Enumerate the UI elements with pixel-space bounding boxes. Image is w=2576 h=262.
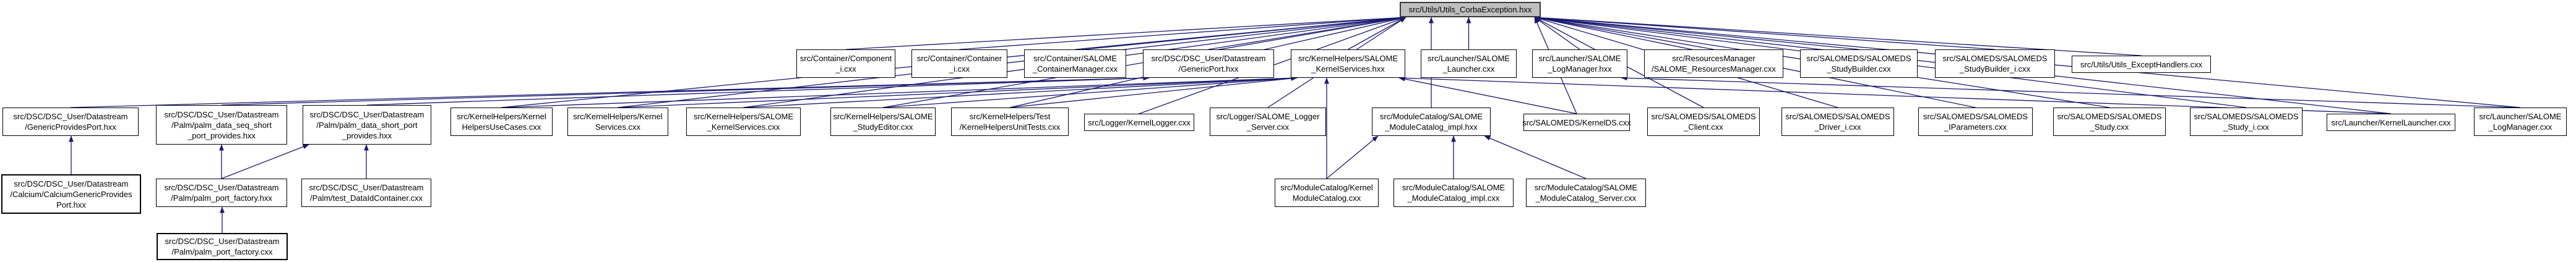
graph-node-r3_5[interactable]: src/KernelHelpers/Kernel Services.cxx <box>567 108 668 136</box>
graph-node-r3_11[interactable]: src/ModuleCatalog/SALOME _ModuleCatalog_… <box>1372 108 1491 136</box>
graph-node-r2_9[interactable]: src/SALOMEDS/SALOMEDS _StudyBuilder.cxx <box>1800 49 1918 78</box>
graph-node-r3_12[interactable]: src/SALOMEDS/KernelDS.cxx <box>1522 114 1631 131</box>
graph-node-r2_4[interactable]: src/DSC/DSC_User/Datastream /GenericPort… <box>1143 49 1274 78</box>
graph-node-r4_5[interactable]: src/ModuleCatalog/SALOME _ModuleCatalog_… <box>1394 179 1514 207</box>
graph-node-r2_2[interactable]: src/Container/Container _i.cxx <box>911 49 1007 78</box>
graph-node-r3_17[interactable]: src/SALOMEDS/SALOMEDS _Study_i.cxx <box>2190 108 2302 136</box>
graph-node-r3_19[interactable]: src/Launcher/SALOME _LogManager.cxx <box>2474 108 2567 136</box>
graph-node-r3_6[interactable]: src/KernelHelpers/SALOME _KernelServices… <box>686 108 801 136</box>
graph-node-r3_18[interactable]: src/Launcher/KernelLauncher.cxx <box>2327 114 2455 131</box>
graph-node-r3_7[interactable]: src/KernelHelpers/SALOME _StudyEditor.cx… <box>830 108 936 136</box>
graph-node-r4_2[interactable]: src/DSC/DSC_User/Datastream /Palm/palm_p… <box>156 179 287 207</box>
graph-node-r3_13[interactable]: src/SALOMEDS/SALOMEDS _Client.cxx <box>1647 108 1760 136</box>
graph-node-r3_8[interactable]: src/KernelHelpers/Test /KernelHelpersUni… <box>951 108 1069 136</box>
graph-node-r4_1[interactable]: src/DSC/DSC_User/Datastream /Calcium/Cal… <box>1 174 141 214</box>
graph-node-r3_9[interactable]: src/Logger/KernelLogger.cxx <box>1084 114 1194 131</box>
graph-node-r2_6[interactable]: src/Launcher/SALOME _Launcher.cxx <box>1421 49 1517 78</box>
graph-node-r4_3[interactable]: src/DSC/DSC_User/Datastream /Palm/test_D… <box>301 179 431 207</box>
graph-node-r3_15[interactable]: src/SALOMEDS/SALOMEDS _IParameters.cxx <box>1918 108 2033 136</box>
graph-node-t: src/Utils/Utils_CorbaException.hxx <box>1400 2 1541 17</box>
graph-node-r3_16[interactable]: src/SALOMEDS/SALOMEDS _Study.cxx <box>2053 108 2166 136</box>
graph-node-r2_5[interactable]: src/KernelHelpers/SALOME _KernelServices… <box>1291 49 1405 78</box>
graph-node-r4_6[interactable]: src/ModuleCatalog/SALOME _ModuleCatalog_… <box>1526 179 1646 207</box>
graph-node-r3_4[interactable]: src/KernelHelpers/Kernel HelpersUseCases… <box>450 108 553 136</box>
graph-node-r2_8[interactable]: src/ResourcesManager /SALOME_ResourcesMa… <box>1644 49 1783 78</box>
graph-node-r2_10[interactable]: src/SALOMEDS/SALOMEDS _StudyBuilder_i.cx… <box>1935 49 2055 78</box>
graph-node-r3_1[interactable]: src/DSC/DSC_User/Datastream /GenericProv… <box>2 108 139 136</box>
graph-node-r3_10[interactable]: src/Logger/SALOME_Logger _Server.cxx <box>1210 108 1326 136</box>
graph-node-r3_14[interactable]: src/SALOMEDS/SALOMEDS _Driver_i.cxx <box>1781 108 1894 136</box>
graph-node-r5_1[interactable]: src/DSC/DSC_User/Datastream /Palm/palm_p… <box>157 233 288 260</box>
graph-node-r3_2[interactable]: src/DSC/DSC_User/Datastream /Palm/palm_d… <box>156 105 287 145</box>
graph-node-r2_1[interactable]: src/Container/Component _i.cxx <box>796 49 895 78</box>
graph-node-r2_3[interactable]: src/Container/SALOME _ContainerManager.c… <box>1024 49 1126 78</box>
graph-node-r2_7[interactable]: src/Launcher/SALOME _LogManager.hxx <box>1532 49 1627 78</box>
graph-node-r2_11[interactable]: src/Utils/Utils_ExceptHandlers.cxx <box>2072 56 2211 73</box>
graph-node-r4_4[interactable]: src/ModuleCatalog/Kernel ModuleCatalog.c… <box>1275 179 1379 207</box>
graph-node-r3_3[interactable]: src/DSC/DSC_User/Datastream /Palm/palm_d… <box>303 105 431 145</box>
